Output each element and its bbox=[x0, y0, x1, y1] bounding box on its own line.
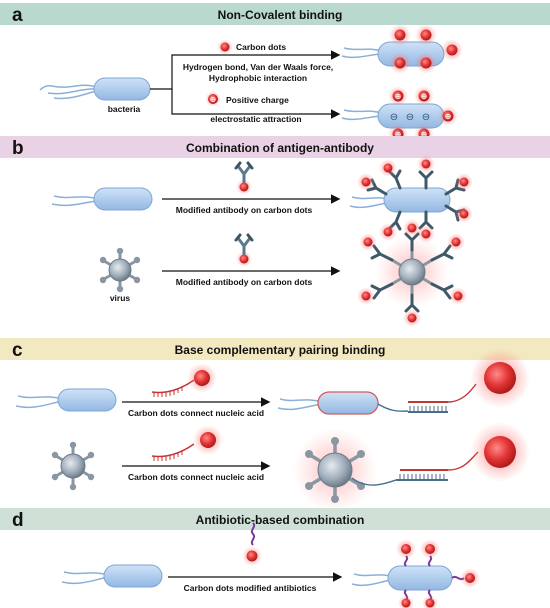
virus-label: virus bbox=[110, 293, 131, 303]
panel-d: d Antibiotic-based combination Carbon do… bbox=[0, 508, 550, 608]
antibody-carbon-dot-icon bbox=[234, 161, 254, 195]
virus-particle bbox=[99, 247, 141, 293]
bacteria-cell-b bbox=[51, 187, 153, 211]
panel-c-header bbox=[0, 338, 550, 360]
bacteria-cell bbox=[39, 77, 151, 101]
svg-text:⊕: ⊕ bbox=[395, 130, 402, 139]
panel-d-letter: d bbox=[12, 510, 24, 531]
bacteria-with-carbon-dots bbox=[341, 24, 463, 74]
panel-a-letter: a bbox=[12, 5, 23, 26]
antibody-carbon-dot-icon-2 bbox=[234, 233, 254, 267]
panel-a-title: Non-Covalent binding bbox=[218, 8, 343, 22]
carbon-dot-icon bbox=[220, 42, 230, 52]
bacteria-with-nucleic-acid bbox=[277, 348, 530, 415]
virus-particle-c bbox=[51, 441, 95, 491]
svg-text:⊖: ⊖ bbox=[390, 112, 398, 123]
bacteria-with-antibiotics bbox=[351, 539, 480, 608]
panel-c-title: Base complementary pairing binding bbox=[175, 343, 386, 357]
bacteria-cell-d bbox=[61, 564, 163, 588]
panel-d-title: Antibiotic-based combination bbox=[196, 513, 365, 527]
positive-charge-label: Positive charge bbox=[226, 95, 289, 105]
antibody-caption-1: Modified antibody on carbon dots bbox=[176, 205, 313, 215]
bacteria-with-antibodies bbox=[349, 155, 473, 243]
forces-line-1: Hydrogen bond, Van der Waals force, bbox=[183, 62, 333, 72]
svg-text:⊕: ⊕ bbox=[421, 92, 428, 101]
positive-dot-icon bbox=[208, 94, 218, 104]
nucleic-caption-2: Carbon dots connect nucleic acid bbox=[128, 472, 264, 482]
panel-d-header bbox=[0, 508, 550, 530]
panel-c: c Base complementary pairing binding Car… bbox=[0, 338, 550, 512]
svg-text:⊖: ⊖ bbox=[422, 112, 430, 123]
carbon-dots-label: Carbon dots bbox=[236, 42, 286, 52]
antibiotic-caption: Carbon dots modified antibiotics bbox=[184, 583, 317, 593]
panel-b-header bbox=[0, 136, 550, 158]
panel-b-title: Combination of antigen-antibody bbox=[186, 141, 374, 155]
virus-with-antibodies bbox=[357, 219, 467, 327]
panel-b: b Combination of antigen-antibody Modifi… bbox=[0, 136, 550, 327]
panel-a: a Non-Covalent binding bacteria Carbon d… bbox=[0, 3, 550, 144]
svg-text:⊕: ⊕ bbox=[421, 130, 428, 139]
panel-a-header bbox=[0, 3, 550, 25]
panel-b-letter: b bbox=[12, 138, 24, 159]
electrostatic-label: electrostatic attraction bbox=[210, 114, 301, 124]
virus-with-nucleic-acid bbox=[293, 422, 530, 512]
antibody-caption-2: Modified antibody on carbon dots bbox=[176, 277, 313, 287]
svg-text:⊕: ⊕ bbox=[395, 92, 402, 101]
nucleic-caption-1: Carbon dots connect nucleic acid bbox=[128, 408, 264, 418]
forces-line-2: Hydrophobic interaction bbox=[209, 73, 307, 83]
nucleic-carbon-dot-icon-2 bbox=[151, 425, 223, 461]
bacteria-cell-c bbox=[15, 388, 117, 412]
bacteria-label: bacteria bbox=[108, 104, 141, 114]
panel-c-letter: c bbox=[12, 340, 23, 361]
svg-text:⊕: ⊕ bbox=[210, 95, 217, 104]
svg-text:⊖: ⊖ bbox=[406, 112, 414, 123]
antibiotic-carbon-dot-icon bbox=[242, 522, 262, 566]
nucleic-carbon-dot-icon bbox=[151, 363, 217, 397]
bacteria-electrostatic: ⊖ ⊖ ⊖ ⊕ ⊕ ⊕ ⊕ ⊕ bbox=[341, 86, 458, 144]
svg-text:⊕: ⊕ bbox=[445, 112, 452, 121]
